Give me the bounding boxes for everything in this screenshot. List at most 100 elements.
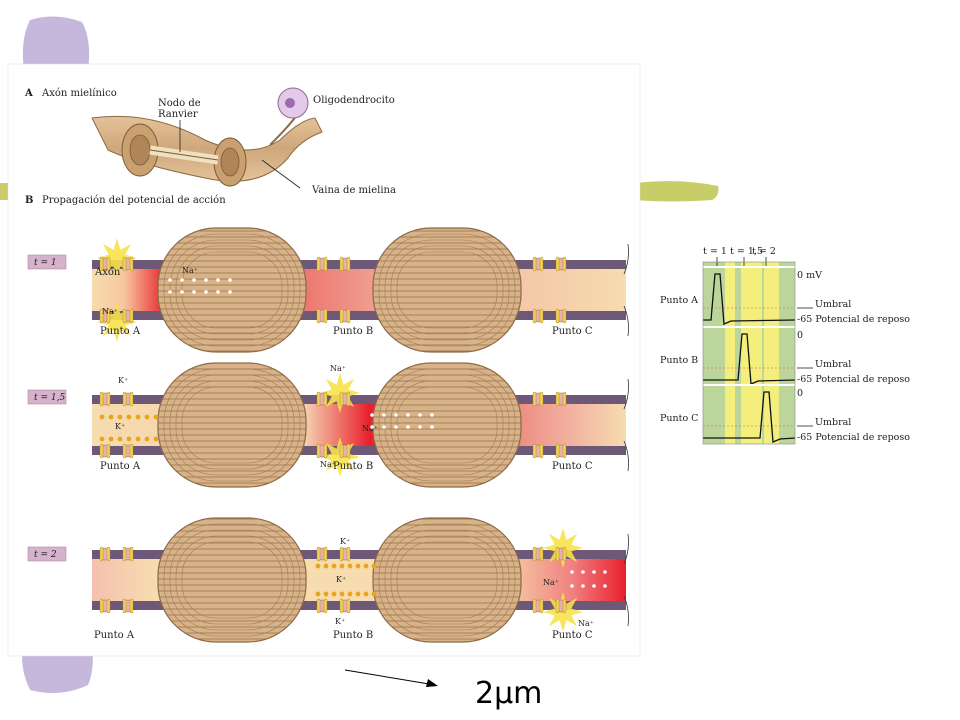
current-arrow [623,440,629,472]
ion-dot [603,584,607,588]
axon-label: Axón [94,267,121,278]
ion-channel-subunit [99,443,104,459]
time-tag: t = 1 [34,258,57,268]
threshold-label: Umbral [815,417,851,428]
k-label: K⁺ [340,537,350,546]
point-c-label: Punto C [552,326,593,337]
time-tag: t = 1,5 [34,393,65,403]
myelin-lamella [163,368,301,482]
time-stripe [725,262,735,444]
myelin-lamella [378,523,516,637]
ion-channel-subunit [539,308,544,324]
ion-channel [319,599,325,613]
panel-a-letter: A [24,88,33,99]
ion-channel-subunit [129,443,134,459]
k-ion [363,591,369,597]
membrane-top [92,260,626,269]
ion-channel-subunit [339,443,344,459]
ion-channel-subunit [129,598,134,614]
green-band-right [635,181,719,202]
ion-dot [370,413,374,417]
k-ion [144,436,150,442]
ion-channel-subunit [339,256,344,272]
top-voltage-label: 0 [797,388,803,399]
myelin-lamella [390,380,504,470]
point-a-label: Punto A [94,630,135,641]
ion-dot [192,290,196,294]
myelin-lamella [163,523,301,637]
k-ion [117,414,123,420]
node-label-line1: Nodo de [158,98,201,109]
ion-dot [406,425,410,429]
ion-channel [125,257,131,271]
ion-channel [342,309,348,323]
ion-channel-subunit [532,546,537,562]
k-ion [371,563,377,569]
ion-dot [592,584,596,588]
membrane-top [92,550,626,559]
scale-arrow [344,669,436,686]
ion-channel-subunit [346,443,351,459]
k-ion [339,563,345,569]
k-ion [108,414,114,420]
ion-dot [180,278,184,282]
oligodendrocyte-label: Oligodendrocito [313,95,395,106]
ion-channel-subunit [106,308,111,324]
ion-channel-subunit [316,308,321,324]
ion-channel-subunit [323,256,328,272]
k-ion [331,591,337,597]
ion-dot [216,278,220,282]
k-ion [117,436,123,442]
ion-channel [319,547,325,561]
ion-channel-subunit [122,391,127,407]
ion-dot [430,413,434,417]
myelin-segment [157,362,307,488]
point-a-label: Punto A [100,326,141,337]
threshold-label: Umbral [815,359,851,370]
k-ion [347,591,353,597]
k-ion [315,563,321,569]
ion-dot [168,278,172,282]
ion-channel [125,547,131,561]
ion-channel-subunit [122,546,127,562]
ion-channel [342,547,348,561]
myelin-lamella [384,239,510,341]
ion-channel [319,392,325,406]
myelin-lamella [175,535,289,625]
ion-channel-subunit [316,256,321,272]
ion-dot [228,278,232,282]
ion-channel [319,257,325,271]
membrane-bottom [92,601,626,610]
time-label: t = 2 [752,246,776,257]
scale-caption: 2μm [475,676,543,711]
ion-channel [319,309,325,323]
ion-channel-subunit [539,598,544,614]
ion-dot [592,570,596,574]
ion-channel-subunit [99,598,104,614]
k-label: K⁺ [335,617,345,626]
ion-channel [342,599,348,613]
ion-channel-subunit [539,443,544,459]
k-ion [144,414,150,420]
ion-channel-subunit [122,308,127,324]
ion-dot [204,290,208,294]
ion-dot [228,290,232,294]
ion-dot [204,278,208,282]
ion-channel-subunit [562,256,567,272]
k-ion [347,563,353,569]
time-stripe [764,262,779,444]
myelin-lamella [384,374,510,476]
point-c-label: Punto C [552,630,593,641]
ion-channel [535,444,541,458]
ion-channel-subunit [122,443,127,459]
ion-channel-subunit [99,308,104,324]
ion-dot [394,413,398,417]
myelin-lamella [175,245,289,335]
myelin-lamella [384,529,510,631]
k-ion [355,563,361,569]
threshold-label: Umbral [815,299,851,310]
ion-channel-subunit [562,391,567,407]
ion-channel [558,392,564,406]
